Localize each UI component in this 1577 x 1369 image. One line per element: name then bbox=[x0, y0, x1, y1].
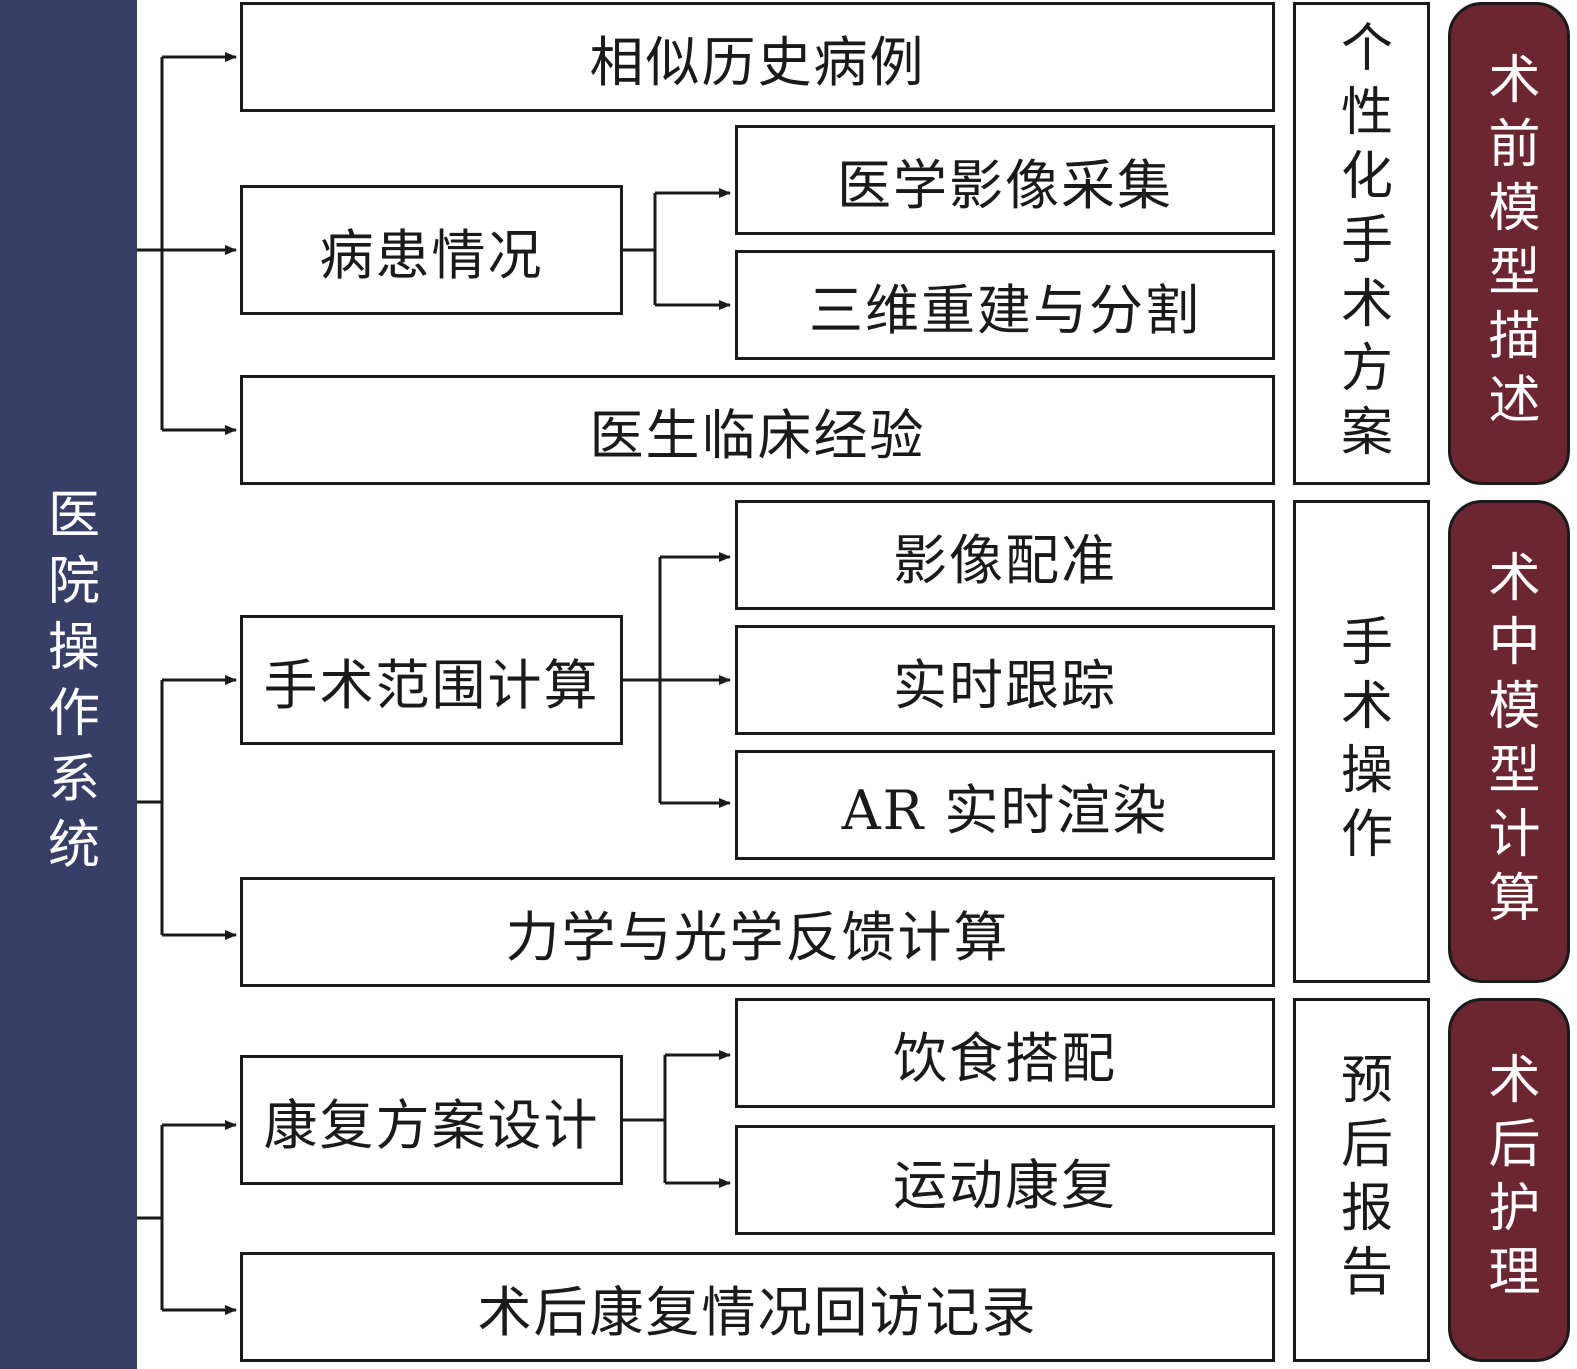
node-label: AR 实时渲染 bbox=[841, 778, 1169, 842]
node-3d-reconstruction: 三维重建与分割 bbox=[735, 250, 1275, 360]
node-followup-record: 术后康复情况回访记录 bbox=[240, 1252, 1275, 1362]
node-realtime-tracking: 实时跟踪 bbox=[735, 625, 1275, 735]
outcome-label: 手术操作 bbox=[1331, 613, 1392, 870]
phase-postop: 术后护理 bbox=[1448, 998, 1570, 1362]
node-ar-rendering: AR 实时渲染 bbox=[735, 750, 1275, 860]
node-label: 手术范围计算 bbox=[263, 653, 600, 717]
node-label: 运动康复 bbox=[893, 1153, 1117, 1217]
node-rehab-plan: 康复方案设计 bbox=[240, 1055, 623, 1185]
root-label: 医院操作系统 bbox=[38, 486, 99, 883]
node-diet-plan: 饮食搭配 bbox=[735, 998, 1275, 1108]
node-imaging-acquisition: 医学影像采集 bbox=[735, 125, 1275, 235]
node-label: 康复方案设计 bbox=[263, 1093, 600, 1157]
node-label: 术后康复情况回访记录 bbox=[477, 1280, 1038, 1344]
phase-label: 术前模型描述 bbox=[1479, 51, 1539, 436]
node-feedback-computation: 力学与光学反馈计算 bbox=[240, 877, 1275, 987]
node-history-cases: 相似历史病例 bbox=[240, 2, 1275, 112]
node-label: 饮食搭配 bbox=[893, 1026, 1117, 1090]
node-label: 医学影像采集 bbox=[837, 153, 1173, 217]
node-label: 实时跟踪 bbox=[893, 653, 1117, 717]
outcome-personalized-plan: 个性化手术方案 bbox=[1293, 2, 1430, 485]
outcome-label: 个性化手术方案 bbox=[1331, 19, 1392, 468]
node-clinical-experience: 医生临床经验 bbox=[240, 375, 1275, 485]
phase-label: 术后护理 bbox=[1479, 1052, 1539, 1308]
node-label: 力学与光学反馈计算 bbox=[505, 905, 1010, 969]
node-patient-condition: 病患情况 bbox=[240, 185, 623, 315]
node-label: 相似历史病例 bbox=[589, 30, 926, 94]
node-label: 三维重建与分割 bbox=[809, 278, 1201, 342]
node-label: 病患情况 bbox=[319, 223, 544, 287]
root-system-panel: 医院操作系统 bbox=[0, 0, 137, 1369]
node-image-registration: 影像配准 bbox=[735, 500, 1275, 610]
outcome-label: 预后报告 bbox=[1331, 1052, 1392, 1308]
phase-label: 术中模型计算 bbox=[1479, 549, 1539, 934]
node-label: 医生临床经验 bbox=[589, 403, 926, 467]
outcome-surgical-operation: 手术操作 bbox=[1293, 500, 1430, 983]
phase-intraop: 术中模型计算 bbox=[1448, 500, 1570, 983]
node-exercise-rehab: 运动康复 bbox=[735, 1125, 1275, 1235]
outcome-prognosis-report: 预后报告 bbox=[1293, 998, 1430, 1362]
phase-preop: 术前模型描述 bbox=[1448, 2, 1570, 485]
node-label: 影像配准 bbox=[893, 528, 1117, 592]
node-surgical-range: 手术范围计算 bbox=[240, 615, 623, 745]
